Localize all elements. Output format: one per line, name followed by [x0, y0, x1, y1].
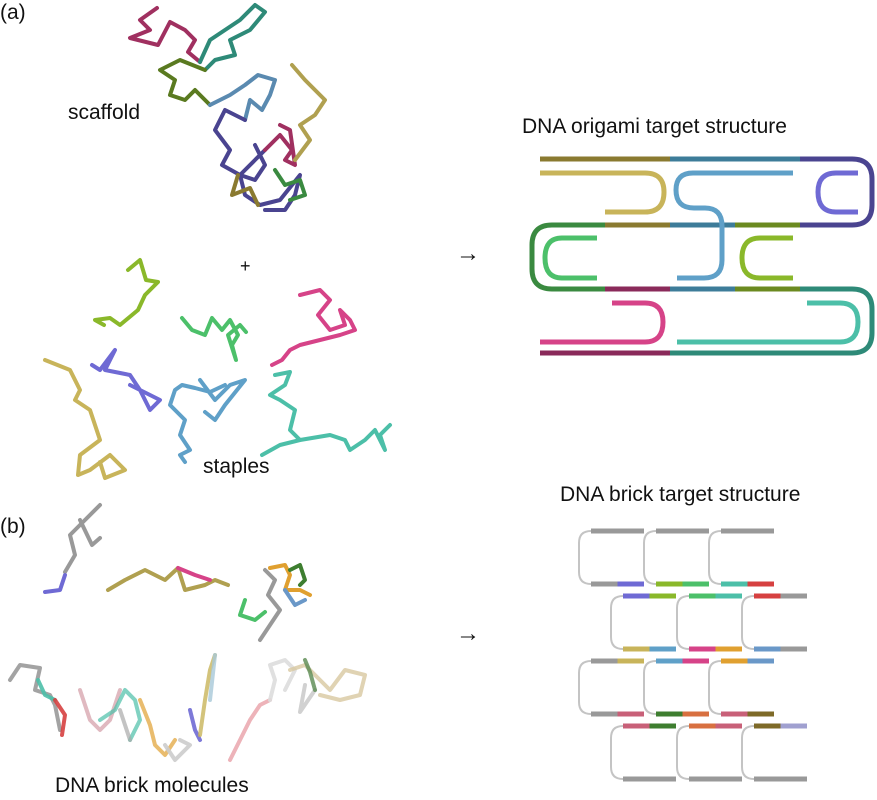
staple [542, 235, 597, 281]
brick-coil [303, 658, 317, 692]
brick-linker [578, 660, 592, 715]
brick-coil [208, 653, 217, 702]
scaffold-coil [158, 58, 212, 107]
staple-coil [198, 378, 247, 422]
brick-linker [708, 530, 722, 585]
scaffold-coil [208, 73, 277, 122]
brick-linker [676, 595, 690, 650]
staple [739, 235, 793, 281]
origami-title: DNA origami target structure [522, 115, 787, 138]
scaffold-segment [800, 156, 875, 228]
brick-coil [118, 708, 132, 742]
dna-brick-target-structure [578, 528, 807, 782]
staple-coil [180, 316, 248, 362]
scaffold-coil [128, 6, 202, 64]
staples-label: staples [203, 455, 270, 478]
scaffold-segment [529, 222, 605, 292]
scaffold-coil [213, 108, 267, 177]
brick-coil [268, 563, 312, 597]
staple-coil [93, 258, 160, 327]
arrow-b: → [456, 620, 480, 647]
brick-coil [163, 738, 192, 762]
scaffold-coil [198, 3, 267, 72]
staple [540, 300, 666, 345]
panel-a-label: (a) [0, 1, 26, 24]
brick-linker [610, 725, 624, 780]
staple-coil [298, 423, 392, 452]
brick-linker [643, 530, 657, 585]
brick-linker [741, 725, 755, 780]
staple-coil [168, 383, 227, 464]
brick-coil [98, 688, 142, 742]
brick-linker [741, 595, 755, 650]
brick-coil [228, 698, 272, 762]
panel-b-label: (b) [0, 515, 26, 538]
brick-linker [578, 530, 592, 585]
brick-coil [43, 573, 67, 594]
brick-coil [268, 658, 297, 702]
brick-title: DNA brick target structure [560, 483, 801, 506]
scaffold-label: scaffold [68, 101, 140, 124]
scaffold-coil [290, 63, 327, 162]
scaffold-coil [273, 168, 307, 202]
staple-coil [260, 370, 302, 457]
staple [815, 170, 858, 215]
brick-coil [188, 708, 202, 742]
brick-linker [610, 595, 624, 650]
brick-coil [36, 678, 57, 702]
brick-linker [643, 660, 657, 715]
brick-linker [676, 725, 690, 780]
brick-coil [78, 518, 102, 547]
brick-coil [238, 598, 267, 622]
dna-origami-target-structure [529, 156, 875, 356]
brick-coil [138, 698, 177, 757]
staple [677, 300, 861, 345]
brick-coil [258, 568, 282, 642]
brick-coil [176, 566, 212, 582]
brick-coil [298, 683, 317, 714]
staple-coil [90, 348, 162, 412]
brick-coil [8, 663, 62, 732]
staple [673, 170, 793, 281]
scaffold-segment [670, 286, 875, 356]
random-coil-molecules [8, 3, 392, 762]
staple-coil [43, 358, 127, 480]
brick-molecules-label: DNA brick molecules [55, 774, 249, 797]
brick-coil [63, 503, 102, 574]
brick-coil [53, 698, 67, 737]
plus-sign: + [240, 256, 251, 276]
brick-linker [708, 660, 722, 715]
scaffold-coil [263, 123, 297, 167]
scaffold-coil [230, 173, 260, 207]
staple-coil [270, 288, 357, 367]
brick-coil [288, 563, 307, 587]
arrow-a: → [456, 240, 480, 267]
staple [540, 170, 667, 215]
brick-coil [283, 588, 307, 607]
